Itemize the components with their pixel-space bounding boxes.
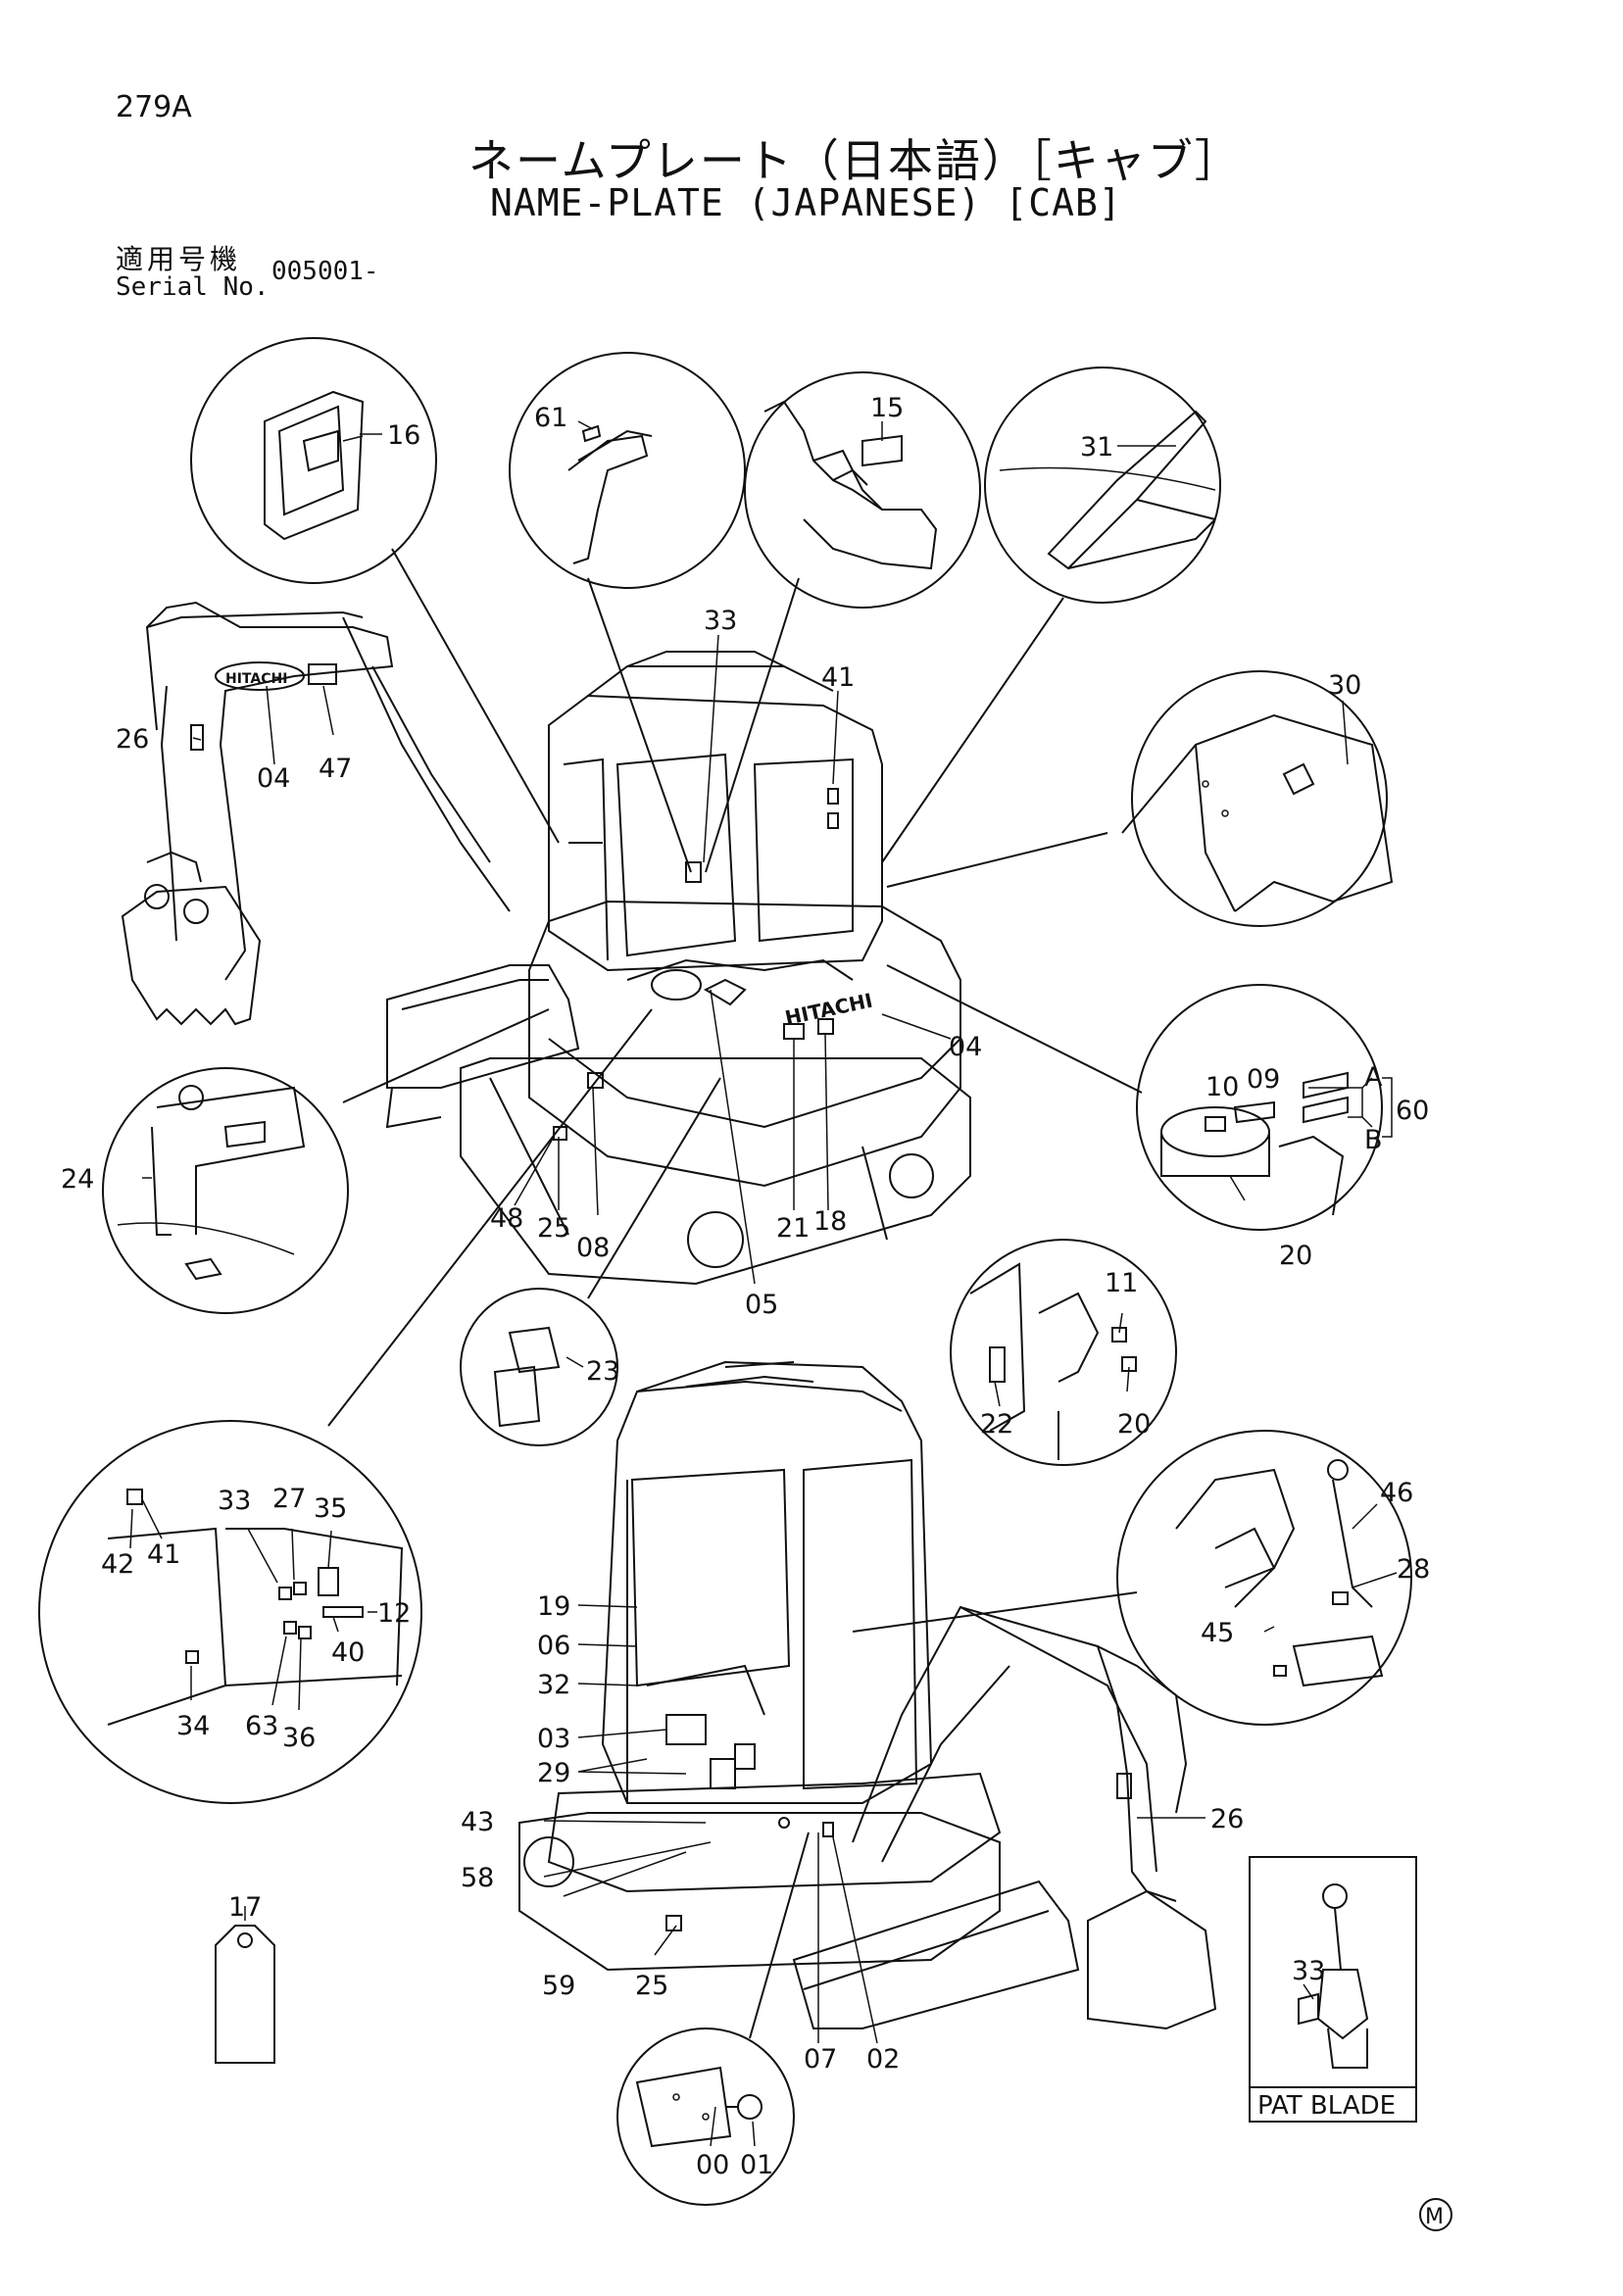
serial-value: 005001- [271,257,379,286]
detail-circle-11 [950,1239,1177,1466]
part-labels: 16 61 15 31 33 41 30 26 04 47 04 10 09 A… [61,393,1430,2180]
part-label-58: 58 [461,1863,494,1893]
brand-hitachi-boom: HITACHI [225,671,287,687]
part-label-20-top: 20 [1279,1241,1312,1271]
part-label-41-mid: 41 [147,1539,180,1570]
part-label-42: 42 [101,1549,134,1580]
part-label-04-boom: 04 [257,763,290,794]
part-label-21: 21 [776,1213,810,1244]
part-label-41-top: 41 [821,662,855,693]
part-label-b: B [1364,1125,1383,1155]
part-label-34: 34 [176,1711,210,1741]
part-label-46: 46 [1380,1478,1413,1508]
part-label-15: 15 [870,393,904,423]
mark-m-letter: M [1425,2205,1444,2229]
part-label-16: 16 [387,420,420,451]
part-label-59: 59 [542,1971,575,2001]
part-label-24: 24 [61,1164,94,1195]
inset-title: PAT BLADE [1257,2091,1396,2121]
part-label-32: 32 [537,1670,570,1700]
detail-circle-61 [509,352,746,589]
part-label-08: 08 [576,1233,610,1263]
detail-circle-15 [744,371,981,609]
part-label-40: 40 [331,1637,365,1668]
page-number: 279A [116,90,192,124]
part-label-12: 12 [377,1598,411,1629]
mark-m: M [1419,2198,1452,2231]
part-label-11: 11 [1105,1268,1138,1298]
inset-pat-blade: PAT BLADE [1249,1856,1417,2123]
part-label-02: 02 [866,2044,900,2075]
detail-circle-46 [1116,1430,1412,1726]
detail-circle-60 [1136,984,1383,1231]
part-label-a: A [1364,1062,1383,1093]
excavator-bottom [518,1360,1217,2030]
part-label-28: 28 [1397,1554,1430,1585]
part-label-27: 27 [272,1484,306,1514]
part-label-25-bottom: 25 [635,1971,668,2001]
part-label-22: 22 [980,1409,1013,1440]
detail-circle-34 [38,1420,422,1804]
part-label-26-top: 26 [116,724,149,755]
part-label-18: 18 [813,1206,847,1237]
part-label-20-mid: 20 [1117,1409,1151,1440]
part-label-31: 31 [1080,432,1113,463]
serial-label-japanese: 適用号機 [116,243,242,275]
part-label-29: 29 [537,1758,570,1788]
tag-17 [215,1925,275,2064]
part-label-60: 60 [1396,1096,1429,1126]
label-ticks [129,420,1398,2147]
part-label-47: 47 [319,754,352,784]
part-label-10: 10 [1205,1072,1239,1102]
detail-circle-24 [102,1067,349,1314]
part-label-17: 17 [228,1892,262,1923]
part-label-04-body: 04 [949,1032,982,1062]
part-label-06: 06 [537,1631,570,1661]
detail-circle-31 [984,366,1221,604]
part-label-00: 00 [696,2150,729,2180]
part-label-36: 36 [282,1723,316,1753]
brand-hitachi-cab: HITACHI [783,989,875,1030]
part-label-09: 09 [1247,1064,1280,1095]
part-label-33-top: 33 [704,606,737,636]
title-japanese: ネームプレート（日本語）［キャブ］ [468,134,1242,187]
excavator-top: HITACHI HITACHI [121,601,971,1286]
detail-circle-30 [1121,670,1394,927]
part-label-43: 43 [461,1807,494,1837]
part-label-03: 03 [537,1724,570,1754]
part-label-26-bottom: 26 [1210,1804,1244,1834]
serial-label-english: Serial No. [116,272,270,302]
part-label-30: 30 [1328,670,1361,701]
part-label-48: 48 [490,1203,523,1234]
part-label-61: 61 [534,403,567,433]
part-label-33-inset: 33 [1292,1956,1325,1986]
part-label-23: 23 [586,1356,619,1387]
title-english: NAME-PLATE (JAPANESE) [CAB] [490,181,1122,224]
part-label-63: 63 [245,1711,278,1741]
leader-lines [327,548,1143,2039]
part-label-05: 05 [745,1290,778,1320]
part-label-25-top: 25 [537,1213,570,1244]
detail-circle-16 [190,337,437,584]
part-label-01: 01 [740,2150,773,2180]
part-label-35: 35 [314,1493,347,1524]
part-label-33-mid: 33 [218,1486,251,1516]
part-label-07: 07 [804,2044,837,2075]
detail-circle-00-01 [616,2027,795,2206]
part-label-45: 45 [1201,1618,1234,1648]
part-label-19: 19 [537,1591,570,1622]
detail-circle-23 [460,1288,618,1446]
